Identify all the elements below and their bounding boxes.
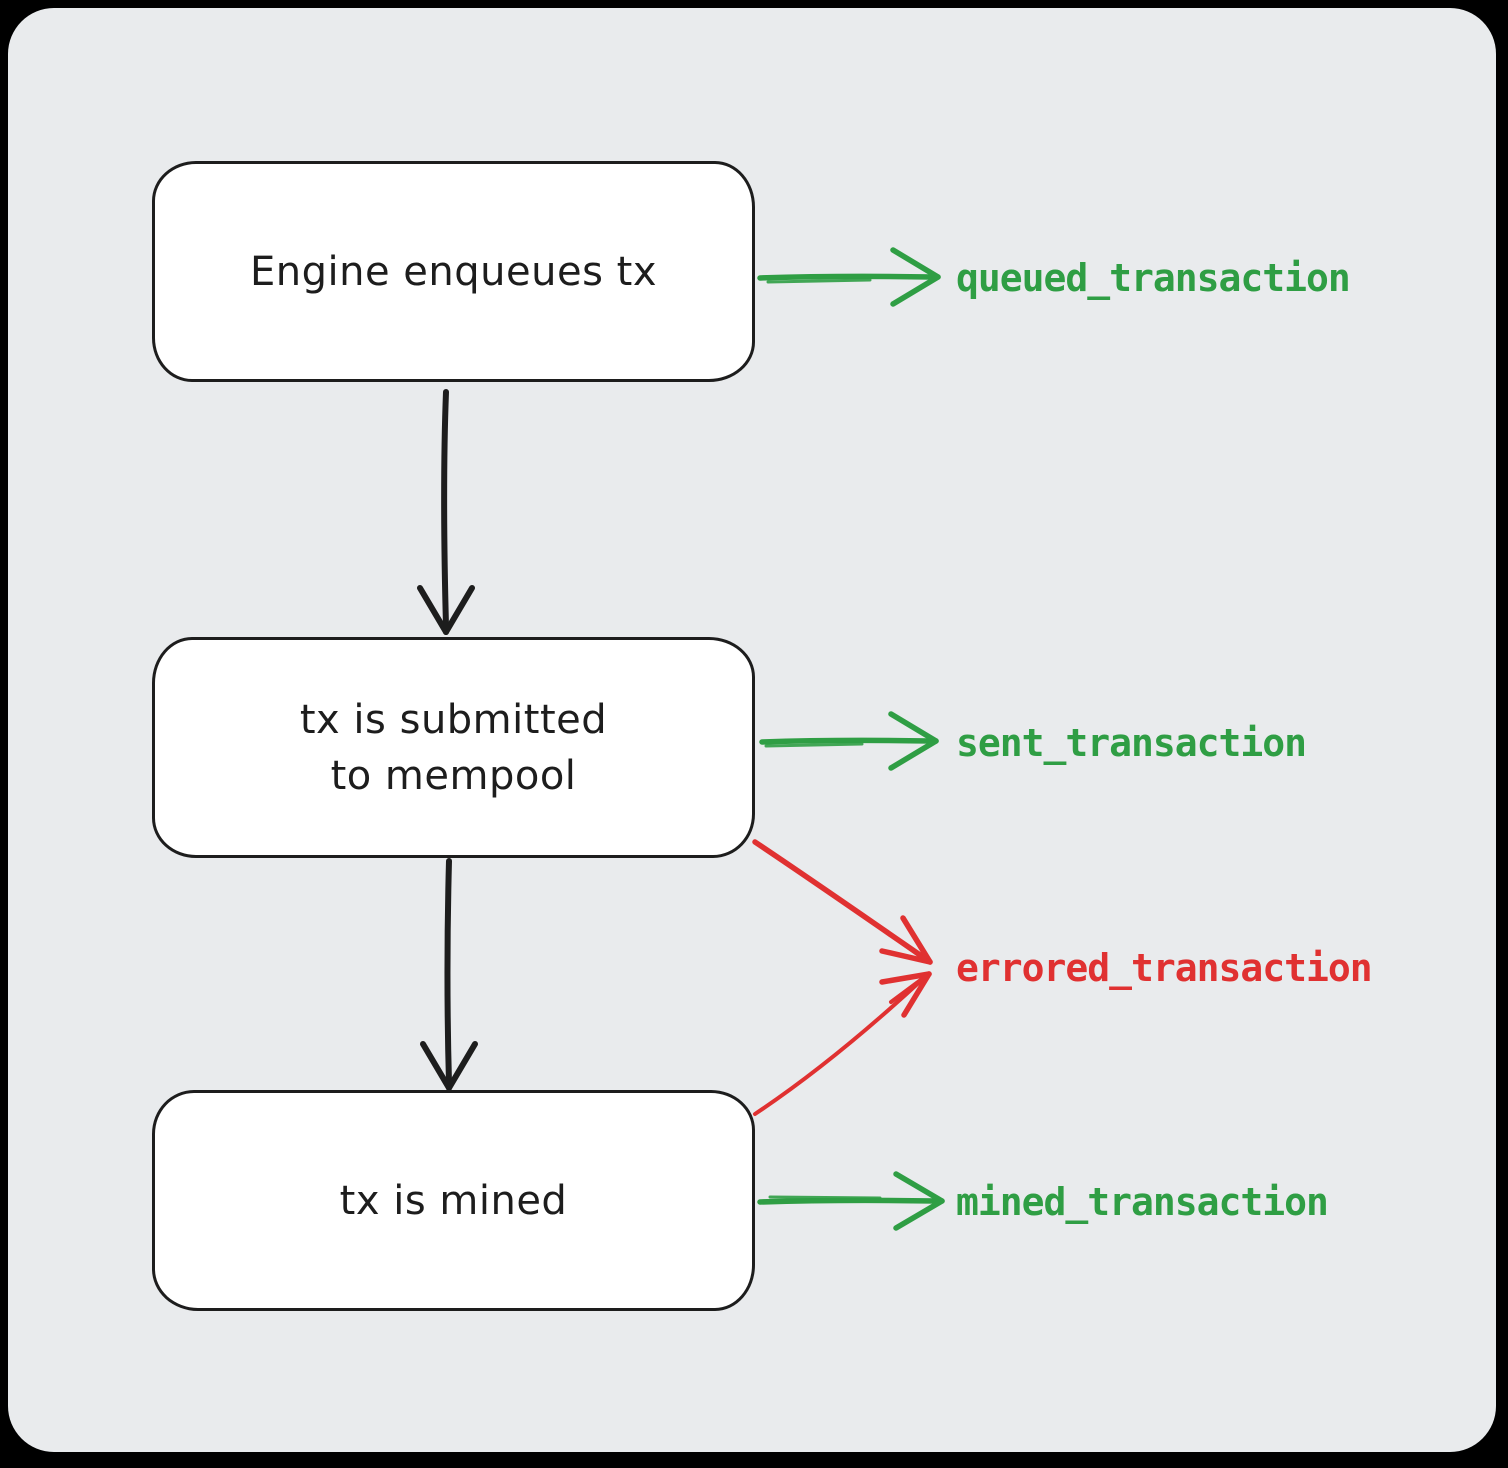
event-label-mined-transaction: mined_transaction bbox=[956, 1180, 1329, 1224]
node-label: tx is submitted to mempool bbox=[299, 696, 608, 799]
diagram-canvas: Engine enqueues tx tx is submitted to me… bbox=[8, 8, 1496, 1452]
node-tx-is-mined: tx is mined bbox=[152, 1090, 755, 1311]
node-tx-submitted-to-mempool: tx is submitted to mempool bbox=[152, 637, 755, 858]
node-label: Engine enqueues tx bbox=[250, 248, 657, 295]
arrow-errored-from-mined bbox=[753, 971, 932, 1116]
event-label-queued-transaction: queued_transaction bbox=[956, 256, 1351, 300]
arrow-mempool-to-mined bbox=[420, 858, 478, 1091]
arrow-mined-transaction bbox=[757, 1171, 945, 1231]
arrow-sent-transaction bbox=[759, 711, 939, 771]
arrow-errored-from-mempool bbox=[752, 839, 933, 965]
event-label-sent-transaction: sent_transaction bbox=[956, 721, 1307, 765]
arrow-engine-to-mempool bbox=[417, 389, 475, 635]
event-label-errored-transaction: errored_transaction bbox=[956, 946, 1373, 990]
arrow-queued-transaction bbox=[757, 247, 941, 307]
node-engine-enqueues-tx: Engine enqueues tx bbox=[152, 161, 755, 382]
node-label: tx is mined bbox=[339, 1177, 568, 1224]
